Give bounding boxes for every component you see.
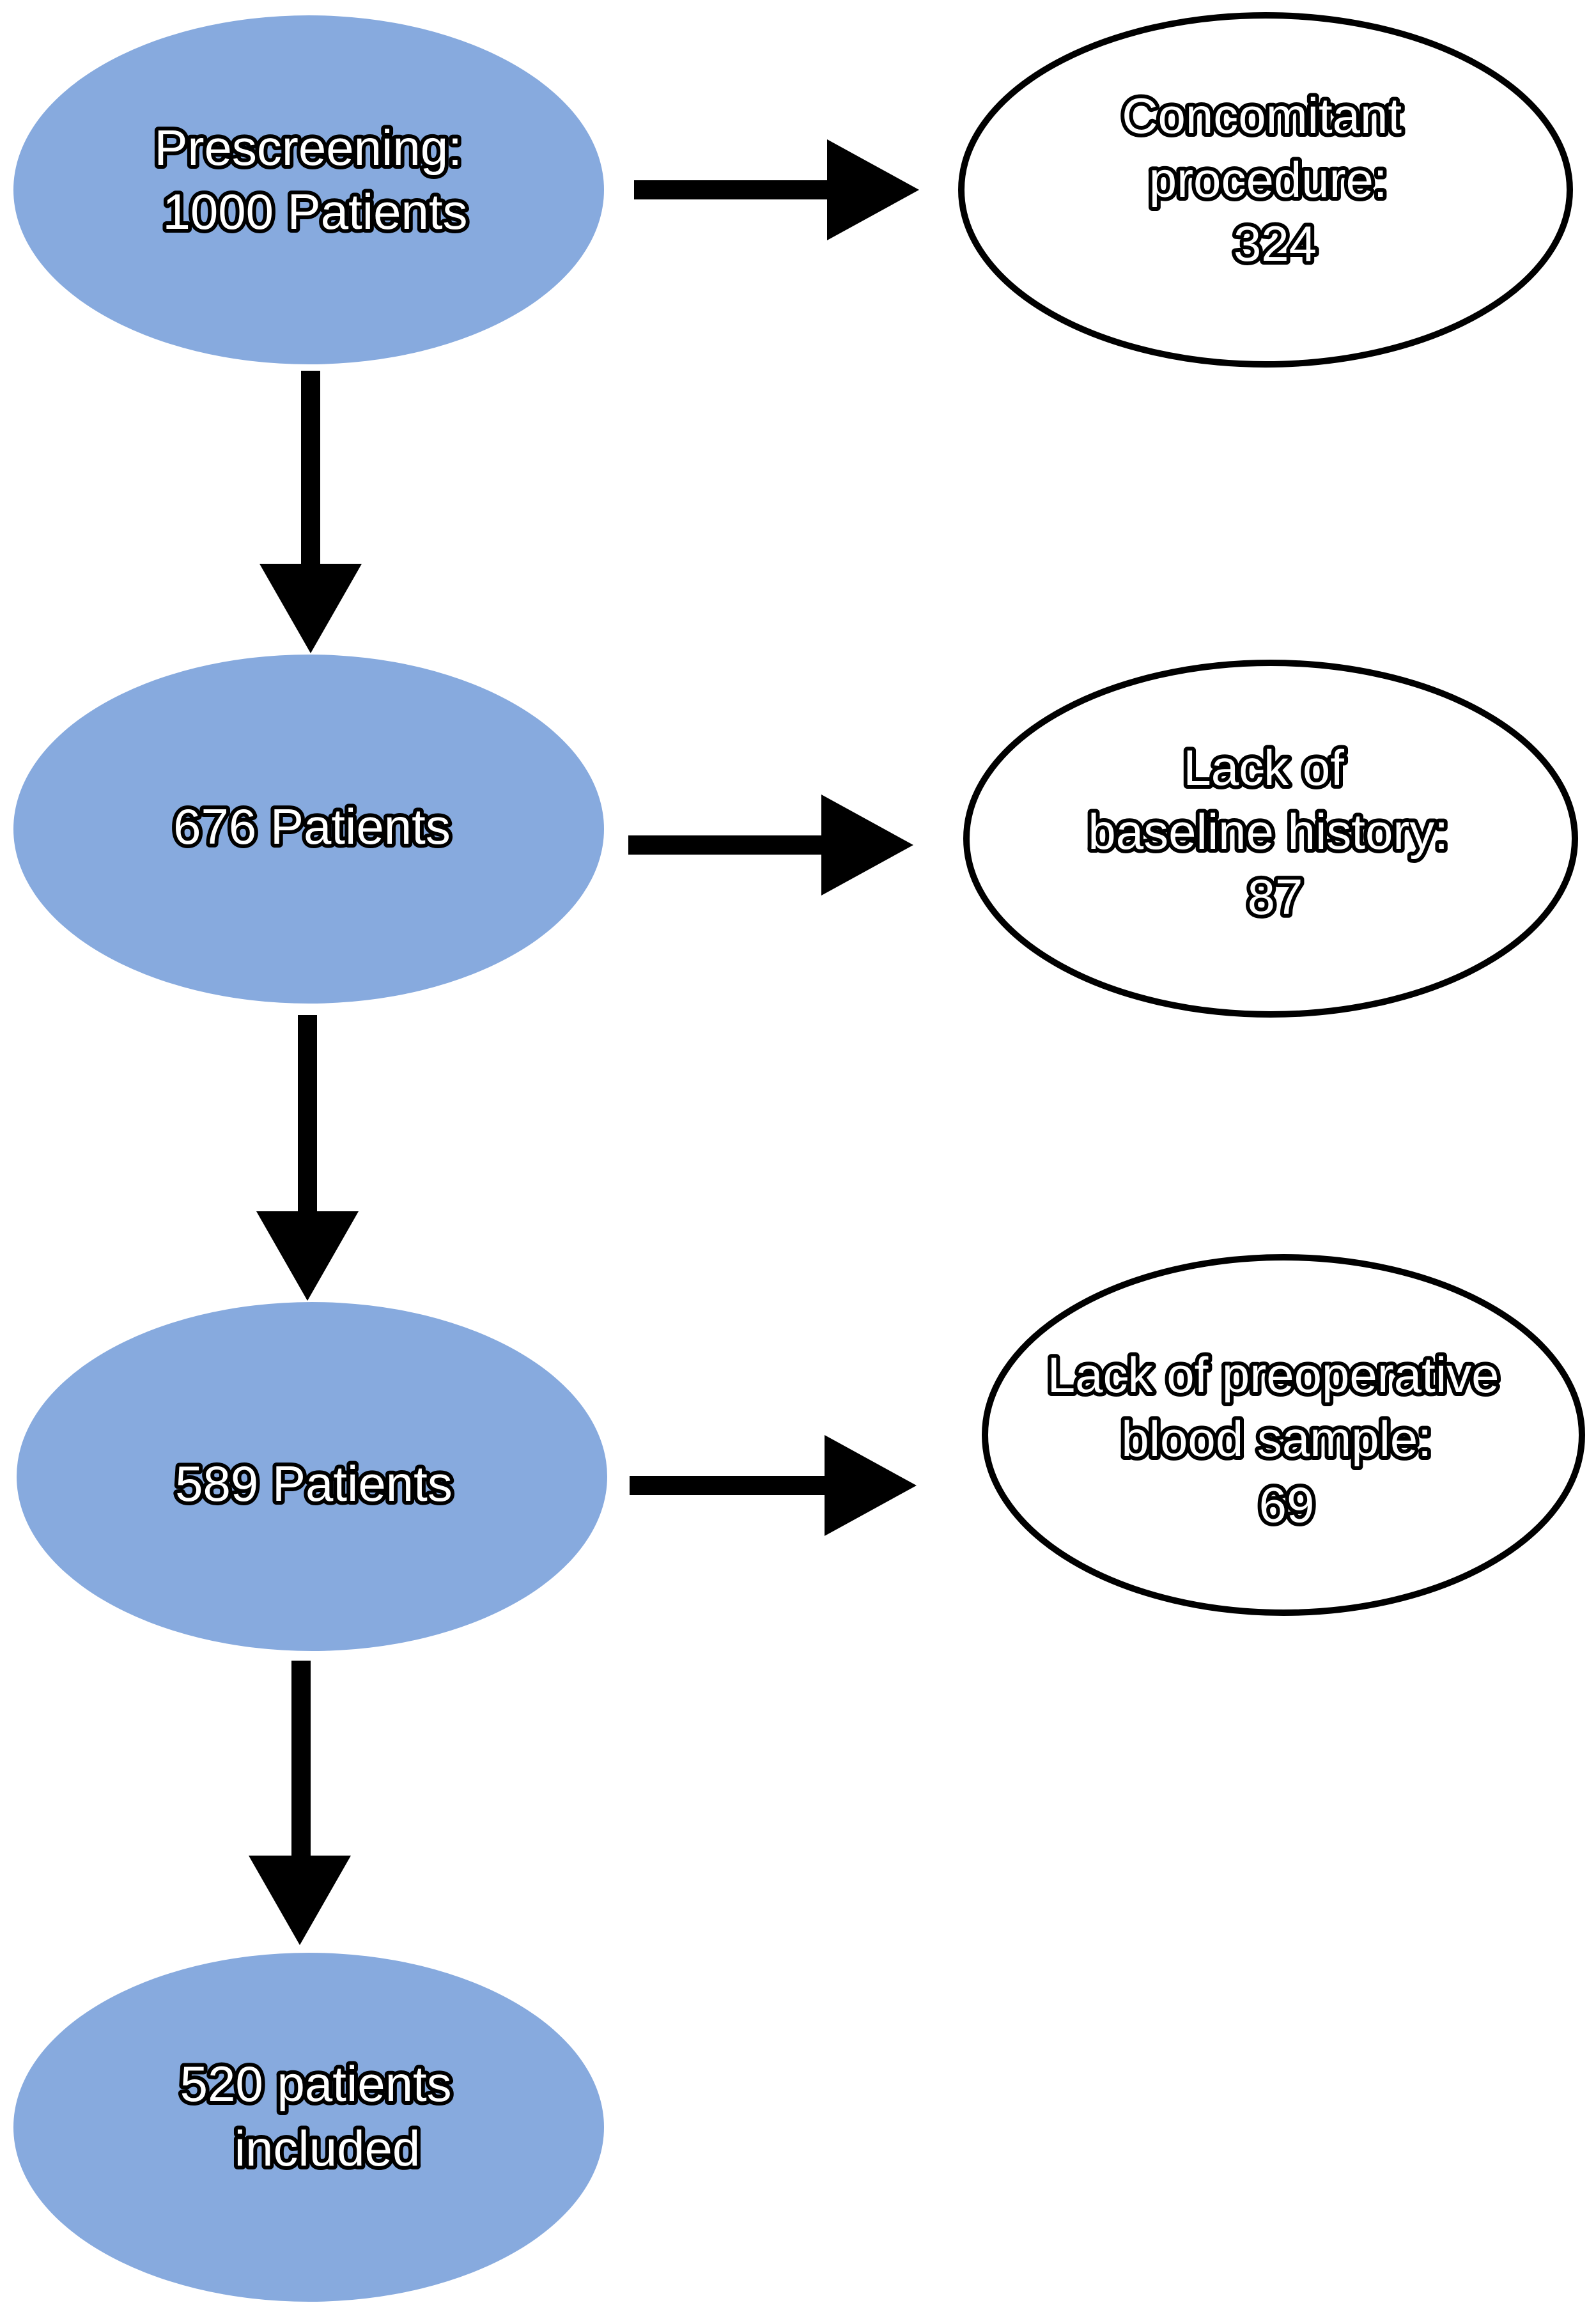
flow-step-prescreening: Prescreening: 1000 Patients: [13, 15, 604, 364]
flow-step-label: 589 Patients: [175, 1455, 453, 1512]
label-line: included: [235, 2120, 421, 2176]
label-line: Concomitant: [1122, 88, 1402, 144]
exclusion-baseline-history: Lack of baseline history: 87: [963, 660, 1578, 1018]
exclusion-label: Lack of baseline history: 87: [1088, 740, 1462, 925]
flow-step-label: 676 Patients: [173, 798, 451, 855]
flow-step-520-included: 520 patients included: [13, 1953, 604, 2302]
label-line: baseline history:: [1088, 803, 1448, 860]
label-line: 589 Patients: [175, 1455, 453, 1512]
arrow-to-exclusion-baseline: [628, 795, 913, 896]
flow-step-676-patients: 676 Patients: [13, 655, 604, 1004]
label-line: Lack of preoperative: [1048, 1347, 1499, 1403]
arrow-589-to-520: [249, 1661, 351, 1945]
exclusion-concomitant-procedure: Concomitant procedure: 324: [958, 12, 1573, 368]
flow-step-label: Prescreening: 1000 Patients: [155, 120, 476, 240]
arrow-to-exclusion-concomitant: [634, 139, 919, 240]
label-line: 87: [1248, 869, 1303, 925]
arrow-prescreening-to-676: [260, 371, 362, 653]
label-line: 676 Patients: [173, 798, 451, 855]
exclusion-label: Lack of preoperative blood sample: 69: [1048, 1347, 1513, 1533]
flow-step-589-patients: 589 Patients: [17, 1302, 607, 1651]
label-line: 69: [1259, 1477, 1315, 1533]
exclusion-label: Concomitant procedure: 324: [1122, 88, 1416, 272]
exclusion-preoperative-blood-sample: Lack of preoperative blood sample: 69: [982, 1254, 1585, 1616]
arrow-676-to-589: [256, 1015, 359, 1301]
arrow-to-exclusion-blood-sample: [630, 1435, 917, 1536]
label-line: 520 patients: [180, 2056, 452, 2112]
label-line: Prescreening:: [155, 120, 462, 176]
label-line: blood sample:: [1121, 1411, 1432, 1467]
label-line: Lack of: [1183, 740, 1344, 796]
label-line: 1000 Patients: [162, 183, 467, 240]
flow-step-label: 520 patients included: [180, 2056, 466, 2176]
label-line: 324: [1234, 215, 1317, 272]
label-line: procedure:: [1149, 151, 1388, 208]
